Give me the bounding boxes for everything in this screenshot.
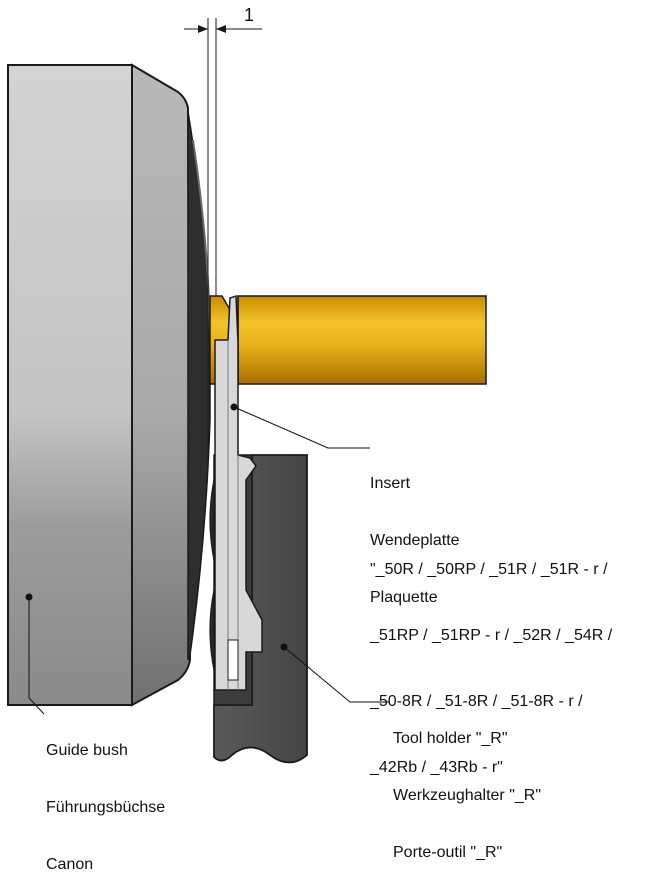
guide-bush-insert-diagram xyxy=(7,18,487,764)
dimension-gap xyxy=(184,18,262,458)
guide-bush xyxy=(7,63,211,707)
insert xyxy=(214,294,263,691)
insert-models-line-3: _50-8R / _51-8R / _51-8R - r / xyxy=(370,693,583,710)
clamp-screw-upper xyxy=(209,479,215,561)
insert-models-line-1: "_50R / _50RP / _51R / _51R - r / xyxy=(370,561,608,578)
insert-models-line-2: _51RP / _51RP - r / _52R / _54R / xyxy=(370,627,613,644)
workpiece-body xyxy=(237,295,487,385)
workpiece-bar xyxy=(209,295,487,385)
guide-bush-leader-line xyxy=(28,597,45,715)
leaders xyxy=(25,403,390,715)
guide-bush-side xyxy=(131,63,192,707)
insert-label-en: Insert xyxy=(370,475,411,492)
insert-label-fr: Plaquette xyxy=(370,589,438,606)
insert-slot xyxy=(227,639,239,681)
insert-leader-line xyxy=(233,406,370,449)
dimension-arrow-left xyxy=(198,25,208,33)
guide-bush-label-de: Führungsbüchse xyxy=(46,799,166,816)
guide-bush-label-fr: Canon xyxy=(46,856,94,873)
dimension-label: 1 xyxy=(244,5,255,25)
guide-bush-label-en: Guide bush xyxy=(46,742,128,759)
clamp-screw-lower xyxy=(209,589,215,671)
guide-bush-label: Guide bush Führungsbüchse Canon xyxy=(46,703,165,893)
insert-label-de: Wendeplatte xyxy=(370,532,460,549)
insert-label: Insert Wendeplatte Plaquette xyxy=(370,436,460,626)
tool-holder-leader-line xyxy=(283,646,390,703)
tool-holder-label-fr: Porte-outil "_R" xyxy=(393,844,503,861)
guide-bush-chamfer xyxy=(187,111,211,661)
dimension-arrow-right xyxy=(216,25,226,33)
tool-holder-label: Tool holder "_R" Werkzeughalter "_R" Por… xyxy=(393,691,541,881)
guide-bush-face xyxy=(7,64,133,706)
tool-holder-body xyxy=(213,454,308,764)
tool-holder-label-de: Werkzeughalter "_R" xyxy=(393,787,542,804)
tool-holder-label-en: Tool holder "_R" xyxy=(393,730,508,747)
